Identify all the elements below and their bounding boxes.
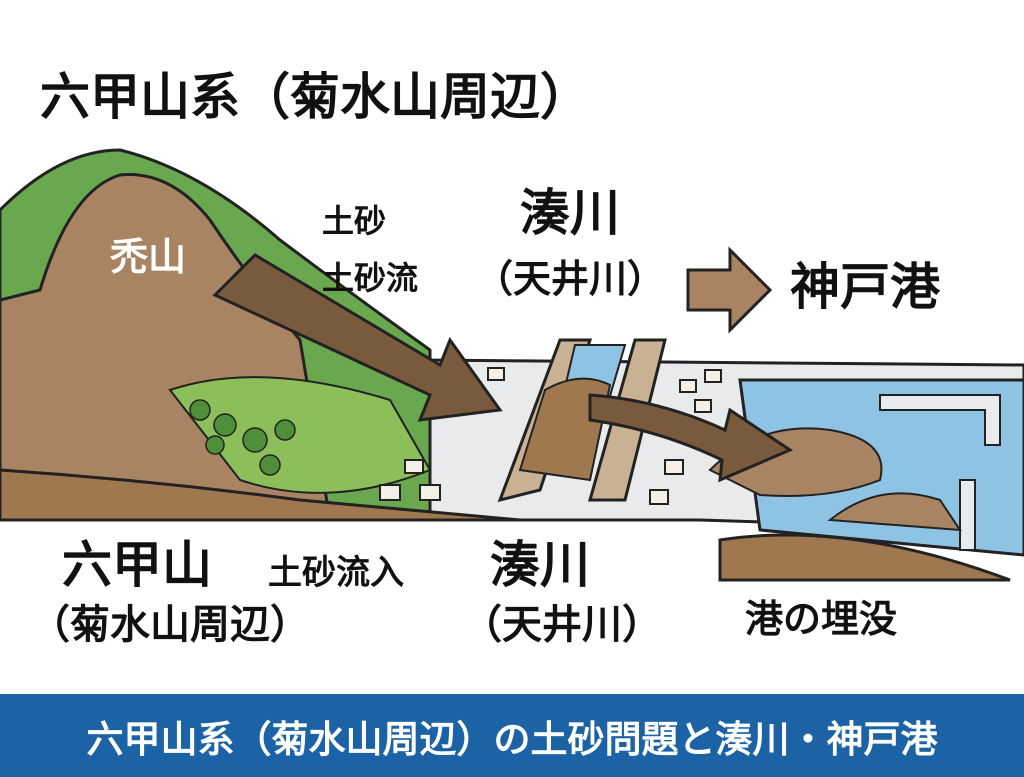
minatogawa-bottom-label: 湊川	[490, 536, 590, 594]
kobe-port-label: 神戸港	[790, 258, 940, 316]
trees	[189, 399, 296, 476]
caption-text: 六甲山系（菊水山周辺）の土砂問題と湊川・神戸港	[86, 717, 938, 761]
port-seabed	[718, 533, 1011, 582]
bald-mountain-label: 禿山	[110, 235, 187, 279]
breakwater	[879, 394, 1001, 446]
page-title: 六甲山系（菊水山周辺）	[40, 68, 590, 126]
sediment-to-port-arrow	[588, 393, 794, 483]
raised-bed-river-top-label: （天井川）	[475, 257, 666, 301]
port-burial-label: 港の埋没	[745, 597, 898, 641]
river-sediment	[518, 377, 612, 482]
illustration	[0, 148, 1024, 582]
sediment-label: 土砂	[322, 202, 387, 240]
minatogawa-top-label: 湊川	[520, 184, 620, 242]
debris-flow-label: 土砂流	[322, 259, 419, 297]
port-sediment-2	[827, 492, 962, 532]
kikusui-area-label: （菊水山周辺）	[30, 602, 310, 648]
pier	[959, 479, 976, 551]
vegetation	[168, 376, 432, 494]
raised-bed-river-bottom-label: （天井川）	[462, 602, 662, 648]
mt-rokko-label: 六甲山	[62, 536, 212, 594]
soil-base	[0, 468, 521, 522]
houses	[379, 367, 722, 505]
sediment-flow-arrow	[212, 253, 503, 422]
sediment-inflow-label: 土砂流入	[268, 553, 404, 593]
right-arrow-icon	[686, 246, 773, 334]
caption-banner: 六甲山系（菊水山周辺）の土砂問題と湊川・神戸港	[0, 694, 1024, 777]
